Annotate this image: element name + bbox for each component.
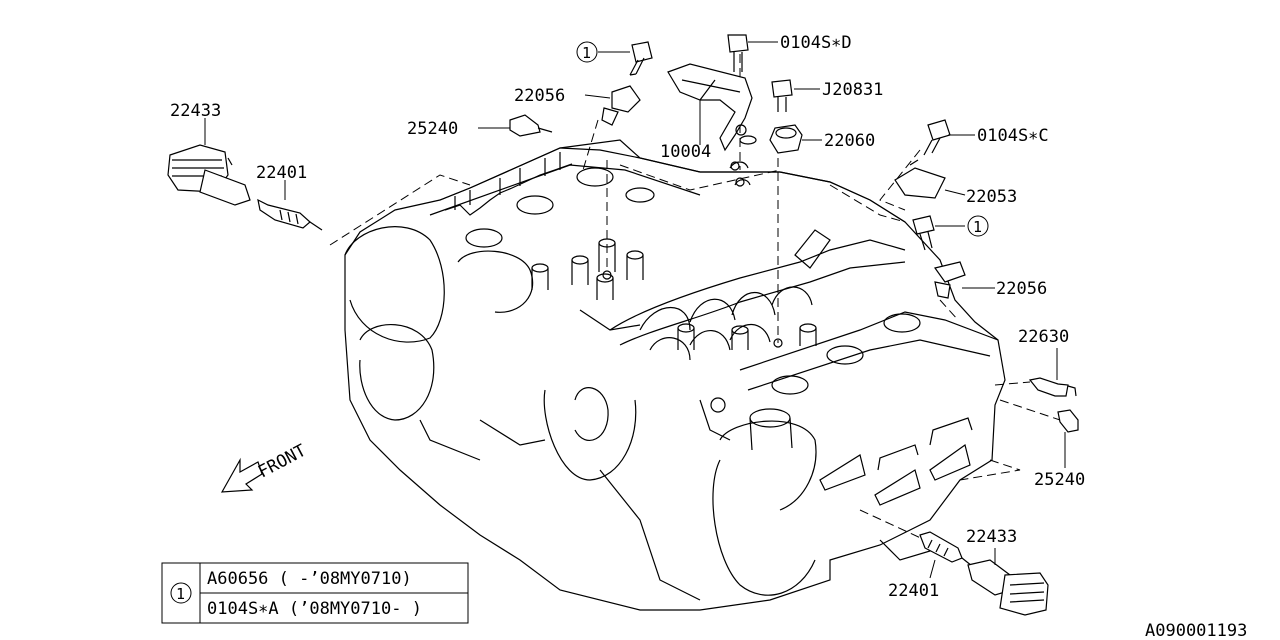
cam-sensor-22053: [894, 159, 946, 199]
temp-sensor-right: [1057, 409, 1079, 433]
diagram-code: A090001193: [1145, 621, 1247, 640]
engine-block-illustration: [344, 139, 1006, 611]
svg-text:1: 1: [582, 44, 591, 62]
callout-circle-top: 1: [576, 41, 598, 63]
part-labels: 22433 22401 25240 22056 10004 0104S∗D J2…: [170, 33, 1085, 601]
label-25240-top: 25240: [407, 119, 458, 139]
label-22401-top: 22401: [256, 163, 307, 183]
legend-row-1: A60656 ( -’08MY0710): [207, 569, 412, 589]
label-0104s-c: 0104S∗C: [977, 126, 1049, 146]
spark-plug-bottom: [919, 531, 973, 567]
leader-lines: [204, 41, 1066, 579]
label-22056-right: 22056: [996, 279, 1047, 299]
front-direction-indicator: FRONT: [220, 441, 310, 493]
label-0104s-d: 0104S∗D: [780, 33, 852, 53]
crank-sensor-right: [933, 261, 966, 299]
legend-row-2: 0104S∗A (’08MY0710- ): [207, 599, 422, 619]
bracket-10004: [667, 63, 757, 152]
bolt-top-left: [629, 41, 653, 76]
knock-sensor-22060: [769, 124, 803, 154]
label-22053: 22053: [966, 187, 1017, 207]
label-22433-top: 22433: [170, 101, 221, 121]
label-25240-right: 25240: [1034, 470, 1085, 490]
callout-circle-right: 1: [967, 215, 989, 237]
spark-plug-left: [257, 198, 323, 231]
legend-table: 1 A60656 ( -’08MY0710) 0104S∗A (’08MY071…: [161, 562, 469, 624]
sensor-22630: [1028, 377, 1077, 397]
label-22401-bottom: 22401: [888, 581, 939, 601]
crank-sensor-top: [601, 85, 641, 126]
bolt-0104s-d: [727, 34, 749, 72]
label-22056-top: 22056: [514, 86, 565, 106]
bolt-0104s-c: [923, 119, 951, 156]
label-22630: 22630: [1018, 327, 1069, 347]
svg-text:1: 1: [973, 218, 982, 236]
label-10004: 10004: [660, 142, 711, 162]
label-22433-bottom: 22433: [966, 527, 1017, 547]
label-j20831: J20831: [822, 80, 883, 100]
temp-sensor-top: [509, 114, 553, 137]
ignition-coil-bottom: [967, 559, 1049, 616]
legend-ref-number: 1: [176, 585, 185, 603]
bolt-j20831: [771, 79, 793, 112]
bolt-right: [912, 215, 935, 251]
label-22060: 22060: [824, 131, 875, 151]
front-label: FRONT: [255, 441, 310, 483]
ignition-coil-left: [167, 144, 251, 206]
